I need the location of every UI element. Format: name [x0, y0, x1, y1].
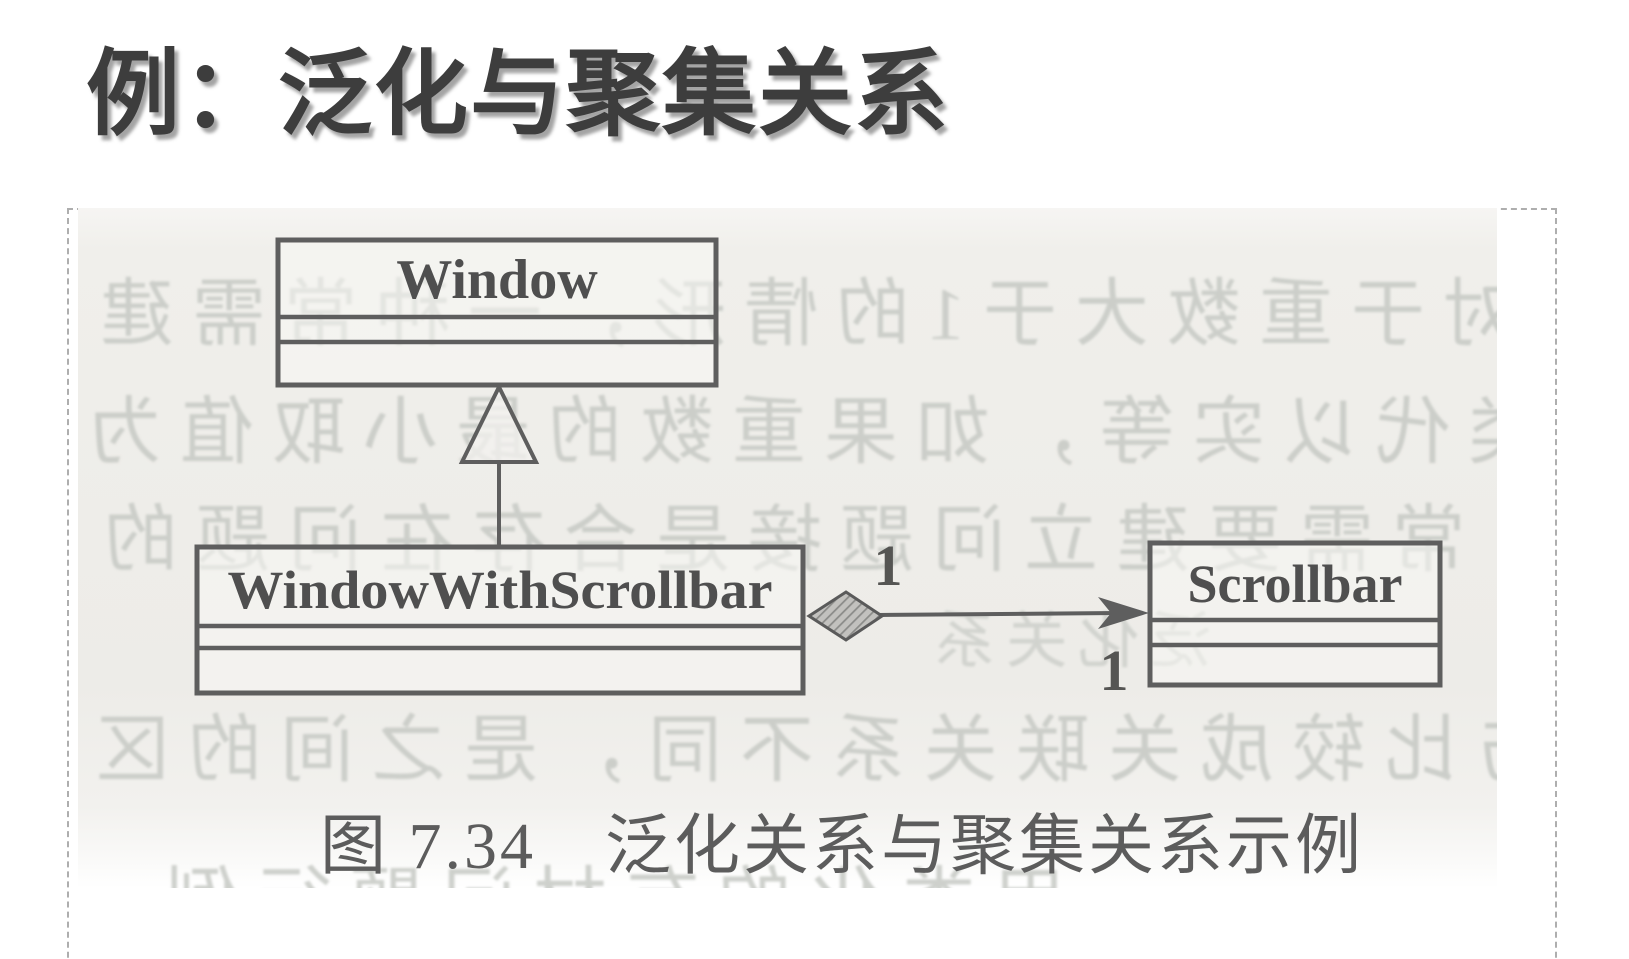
navigability-arrowhead	[1098, 597, 1149, 629]
uml-class-diagram: Window WindowWithScrollbar Scrollbar 1 1	[194, 237, 1443, 703]
uml-class-scrollbar: Scrollbar	[1147, 540, 1443, 688]
figure-caption: 图 7.34 泛化关系与聚集关系示例	[320, 810, 1364, 883]
page-title: 例：泛化与聚集关系	[86, 41, 951, 146]
aggregation-line	[877, 611, 1119, 617]
wws-class-name: WindowWithScrollbar	[228, 560, 773, 620]
uml-class-window: Window	[275, 237, 719, 388]
window-class-border	[275, 237, 719, 388]
generalization-triangle-arrow	[458, 382, 540, 464]
wws-class-border	[194, 544, 806, 696]
uml-class-windowwithscrollbar: WindowWithScrollbar	[194, 544, 806, 696]
scrollbar-class-name: Scrollbar	[1188, 554, 1403, 614]
window-class-name: Window	[396, 249, 598, 311]
aggregation-diamond	[806, 590, 885, 642]
multiplicity-part-label: 1	[1100, 638, 1129, 703]
multiplicity-whole-label: 1	[874, 533, 903, 598]
scanned-figure: 对于重数大于1的情形，一种常需建 类代以实等，如果重数的最小取值为 常需要建立问…	[78, 208, 1497, 888]
scrollbar-class-border	[1147, 540, 1443, 688]
